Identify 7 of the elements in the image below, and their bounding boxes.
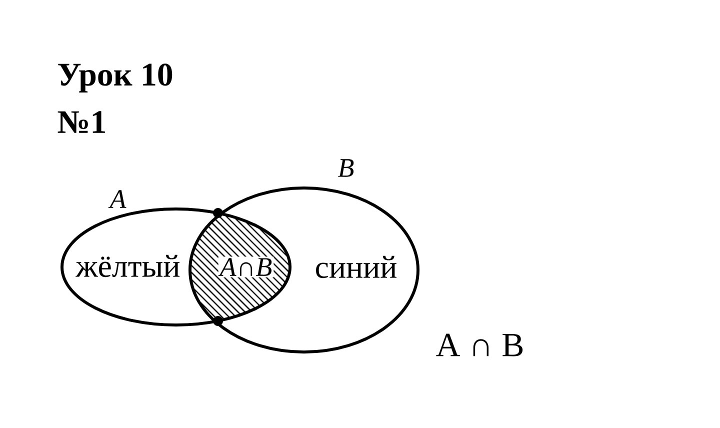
title: Урок 10 xyxy=(58,64,172,92)
set-label: A xyxy=(108,190,126,208)
region-label: жёлтый xyxy=(76,254,180,278)
region-label: синий xyxy=(316,256,396,278)
set-label: B xyxy=(338,159,354,177)
region-label: A∩B xyxy=(218,256,274,278)
label-text: №1 xyxy=(58,111,105,133)
